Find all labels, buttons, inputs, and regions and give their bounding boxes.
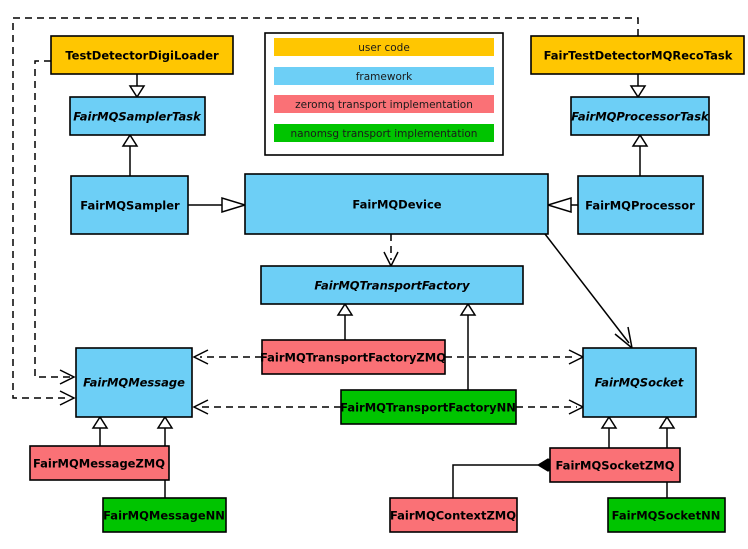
- edge-transportfactorynn-to-message: [192, 399, 341, 415]
- edge-socketzmq-to-socket: [600, 415, 618, 448]
- node-fairmqdevice[interactable]: FairMQDevice: [244, 173, 549, 235]
- legend-item-framework: framework: [274, 67, 494, 85]
- legend-label: framework: [356, 71, 413, 83]
- edge-transportfactorynn-to-socket: [516, 399, 585, 415]
- legend-swatch-user-code: [274, 38, 494, 56]
- node-fairmqprocessor[interactable]: FairMQProcessor: [577, 175, 704, 235]
- node-fairmqmessagezmq[interactable]: FairMQMessageZMQ: [29, 445, 170, 481]
- edge-device-to-transportfactory: [383, 234, 399, 268]
- node-label: FairMQProcessorTask: [571, 110, 710, 124]
- edge-transportfactorynn-to-transportfactory: [459, 302, 477, 390]
- node-fairmqsampler[interactable]: FairMQSampler: [70, 175, 189, 235]
- node-label: FairMQMessageZMQ: [33, 457, 165, 471]
- edge-transportfactoryzmq-to-message: [192, 349, 262, 365]
- node-label: FairMQTransportFactoryNN: [340, 401, 516, 415]
- node-label: FairMQContextZMQ: [390, 509, 516, 523]
- legend-item-nanomsg: nanomsg transport implementation: [274, 124, 494, 142]
- edge-processor-to-processortask: [631, 133, 649, 176]
- legend-swatch-nanomsg: [274, 124, 494, 142]
- edge-processor-to-device: [545, 196, 578, 214]
- node-fairmqsocketnn[interactable]: FairMQSocketNN: [607, 497, 726, 533]
- node-fairmqtransportfactorynn[interactable]: FairMQTransportFactoryNN: [340, 389, 517, 425]
- legend-swatch-framework: [274, 67, 494, 85]
- edge-layer: [12, 17, 676, 498]
- node-layer: TestDetectorDigiLoader FairMQSamplerTask…: [29, 35, 745, 533]
- edge-transportfactoryzmq-to-socket: [445, 349, 585, 365]
- node-label: FairMQMessage: [83, 376, 185, 390]
- node-label: TestDetectorDigiLoader: [65, 49, 219, 63]
- legend-label: zeromq transport implementation: [295, 99, 473, 111]
- node-label: FairMQSocket: [595, 376, 684, 390]
- node-fairmqmessagenn[interactable]: FairMQMessageNN: [102, 497, 227, 533]
- edge-contextzmq-to-socketzmq: [452, 458, 560, 498]
- edge-sampler-to-device: [188, 196, 248, 214]
- legend-label: user code: [358, 42, 410, 54]
- legend-item-zeromq: zeromq transport implementation: [274, 95, 494, 113]
- legend-item-user-code: user code: [274, 38, 494, 56]
- edge-sampler-to-samplertask: [121, 133, 139, 176]
- legend: user code framework zeromq transport imp…: [264, 32, 504, 156]
- node-fairmqsocket[interactable]: FairMQSocket: [582, 347, 697, 418]
- node-label: FairMQSocketZMQ: [556, 459, 675, 473]
- node-fairmqcontextzmq[interactable]: FairMQContextZMQ: [389, 497, 518, 533]
- edge-digiloader-to-samplertask: [128, 74, 146, 99]
- legend-label: nanomsg transport implementation: [291, 128, 478, 140]
- edge-recotask-to-message: [12, 17, 639, 406]
- edge-device-to-socket: [544, 233, 634, 350]
- node-fairtestdetectormqrecotask[interactable]: FairTestDetectorMQRecoTask: [530, 35, 745, 75]
- node-label: FairMQMessageNN: [103, 509, 225, 523]
- node-fairmqtransportfactoryzmq[interactable]: FairMQTransportFactoryZMQ: [260, 339, 446, 375]
- node-fairmqtransportfactory[interactable]: FairMQTransportFactory: [260, 265, 524, 305]
- edge-recotask-to-processortask: [629, 74, 647, 99]
- node-label: FairMQProcessor: [585, 199, 695, 213]
- edge-transportfactoryzmq-to-transportfactory: [336, 302, 354, 340]
- edge-digiloader-to-message: [34, 60, 76, 385]
- node-label: FairMQSampler: [80, 199, 180, 213]
- node-fairmqsocketzmq[interactable]: FairMQSocketZMQ: [549, 447, 681, 483]
- node-label: FairMQSamplerTask: [73, 110, 202, 124]
- node-label: FairTestDetectorMQRecoTask: [544, 49, 733, 63]
- node-fairmqsamplertask[interactable]: FairMQSamplerTask: [69, 96, 206, 136]
- node-fairmqprocessortask[interactable]: FairMQProcessorTask: [570, 96, 710, 136]
- node-label: FairMQTransportFactory: [314, 279, 470, 293]
- edge-messagezmq-to-message: [91, 415, 109, 446]
- legend-swatch-zeromq: [274, 95, 494, 113]
- node-label: FairMQSocketNN: [612, 509, 721, 523]
- node-fairmqmessage[interactable]: FairMQMessage: [75, 347, 193, 418]
- node-testdetectordigiloader[interactable]: TestDetectorDigiLoader: [50, 35, 234, 75]
- node-label: FairMQTransportFactoryZMQ: [260, 351, 446, 365]
- node-label: FairMQDevice: [352, 198, 441, 212]
